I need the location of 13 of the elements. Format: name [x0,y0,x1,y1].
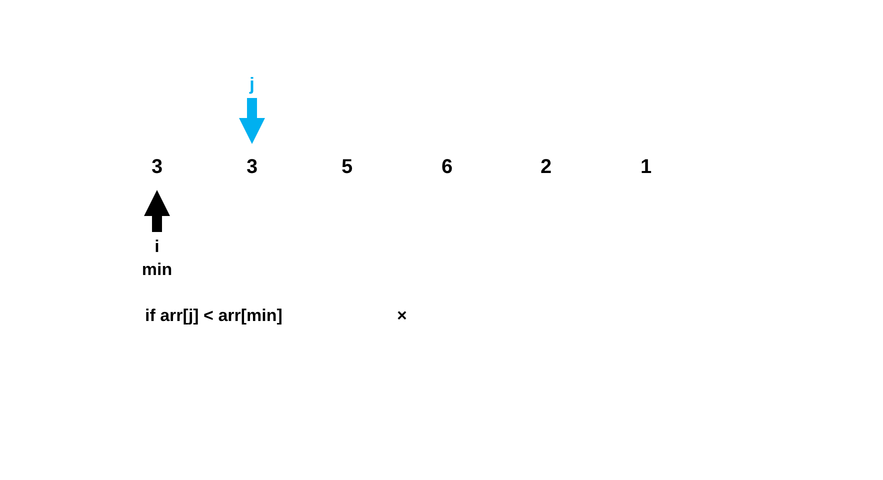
arrow [144,190,170,232]
node-label: 6 [441,156,453,178]
node-label: 3 [151,156,163,178]
node-label: 5 [341,156,353,178]
node-label: j [249,72,254,96]
condition-text: if arr[j] < arr[min] [145,306,282,326]
node-label: 2 [540,156,552,178]
node-label: i [154,236,160,258]
arrow [239,98,265,144]
cross-mark: × [397,306,407,326]
node-label: min [142,259,172,281]
node-label: 1 [640,156,652,178]
node-label: 3 [246,156,258,178]
